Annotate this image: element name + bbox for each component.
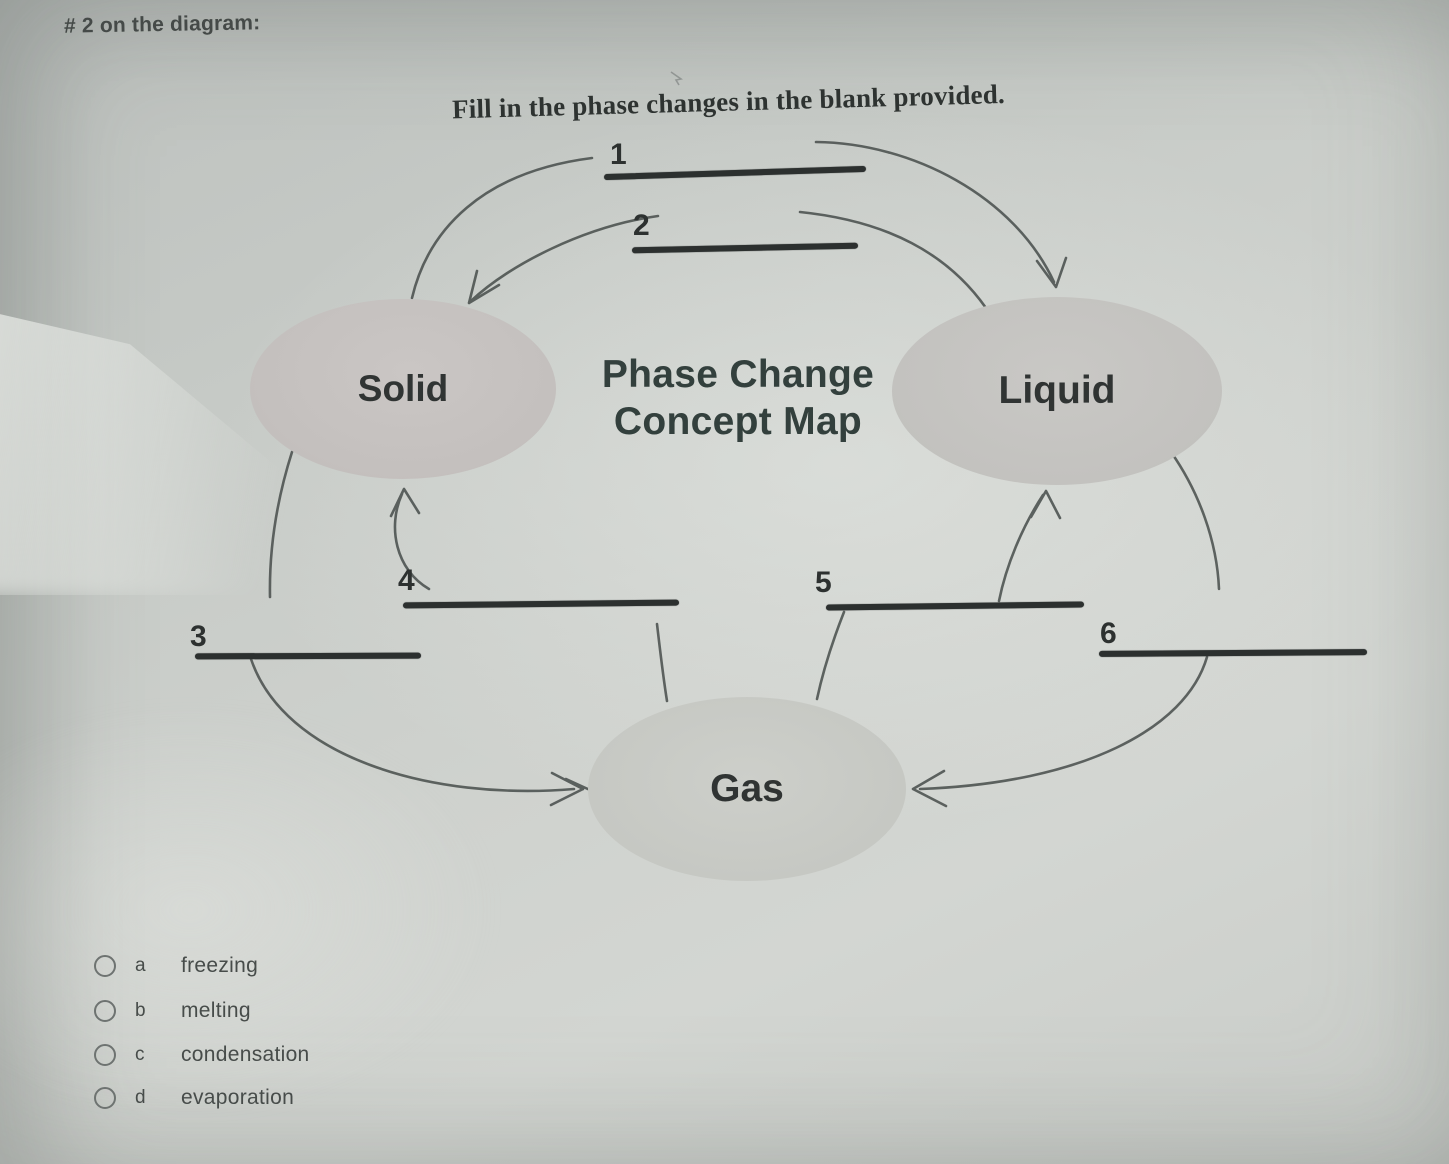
arc-liquid-to-gas-lower xyxy=(918,655,1209,791)
radio-button-b[interactable] xyxy=(94,1000,116,1022)
option-key-c: c xyxy=(135,1044,145,1065)
arrowhead-at-liquid-top xyxy=(1035,256,1068,289)
arrowhead-at-solid-bottom xyxy=(389,487,421,518)
arrowhead-at-gas-right xyxy=(911,769,948,808)
arrowhead-at-solid-top xyxy=(467,269,501,305)
node-solid-label: Solid xyxy=(357,368,449,409)
blank-1-line xyxy=(603,165,867,181)
blank-3-line xyxy=(194,652,422,660)
radio-button-c[interactable] xyxy=(94,1044,116,1066)
answer-option-b[interactable]: b melting xyxy=(94,999,251,1023)
arrowhead-at-gas-left xyxy=(549,771,592,807)
blank-4-number: 4 xyxy=(398,564,415,597)
blank-2-number: 2 xyxy=(633,209,650,242)
arc-gas-to-liquid-lower xyxy=(815,610,846,701)
answer-option-d[interactable]: d evaporation xyxy=(94,1086,294,1110)
blank-5-number: 5 xyxy=(815,566,832,599)
radio-button-a[interactable] xyxy=(94,955,116,977)
node-gas: Gas xyxy=(588,697,906,881)
option-key-d: d xyxy=(135,1087,146,1108)
arc-solid-to-gas-upper xyxy=(268,450,294,599)
node-liquid: Liquid xyxy=(892,297,1222,485)
blank-4-line xyxy=(402,599,680,609)
option-label-c[interactable]: condensation xyxy=(181,1043,310,1066)
blank-6-number: 6 xyxy=(1100,617,1117,650)
arc-liquid-to-gas-upper xyxy=(1169,450,1221,591)
instruction-text: Fill in the phase changes in the blank p… xyxy=(451,78,1006,125)
diagram-title-line1: Phase Change xyxy=(601,353,875,396)
answer-option-a[interactable]: a freezing xyxy=(94,954,258,978)
option-key-a: a xyxy=(135,955,146,976)
node-solid: Solid xyxy=(250,299,556,479)
radio-button-d[interactable] xyxy=(94,1087,116,1109)
option-label-d[interactable]: evaporation xyxy=(181,1086,295,1109)
diagram-title: Phase Change Concept Map xyxy=(585,351,891,445)
option-label-b[interactable]: melting xyxy=(181,999,251,1022)
arrowhead-at-liquid-bottom xyxy=(1029,489,1062,520)
mouse-cursor xyxy=(670,71,683,86)
question-number-label: # 2 on the diagram: xyxy=(63,11,261,38)
arc-solid-to-liquid-right xyxy=(814,140,1056,284)
arc-gas-to-solid-lower xyxy=(655,622,669,703)
blank-1-number: 1 xyxy=(610,138,627,171)
blank-2-line xyxy=(631,242,859,254)
arc-solid-to-liquid-left xyxy=(410,156,594,300)
blank-6-line xyxy=(1098,649,1368,657)
arc-liquid-to-solid-right xyxy=(798,210,988,310)
blank-5-line xyxy=(825,601,1085,611)
arc-liquid-to-solid-left xyxy=(469,214,660,303)
diagram-title-line2: Concept Map xyxy=(613,400,863,443)
blank-3-number: 3 xyxy=(190,620,207,653)
answer-option-c[interactable]: c condensation xyxy=(94,1043,310,1067)
node-gas-label: Gas xyxy=(710,767,784,810)
arc-gas-to-liquid-upper xyxy=(997,493,1045,603)
option-key-b: b xyxy=(135,1000,146,1021)
node-liquid-label: Liquid xyxy=(998,369,1116,412)
arc-solid-to-gas-lower xyxy=(249,657,576,793)
option-label-a[interactable]: freezing xyxy=(181,954,259,977)
